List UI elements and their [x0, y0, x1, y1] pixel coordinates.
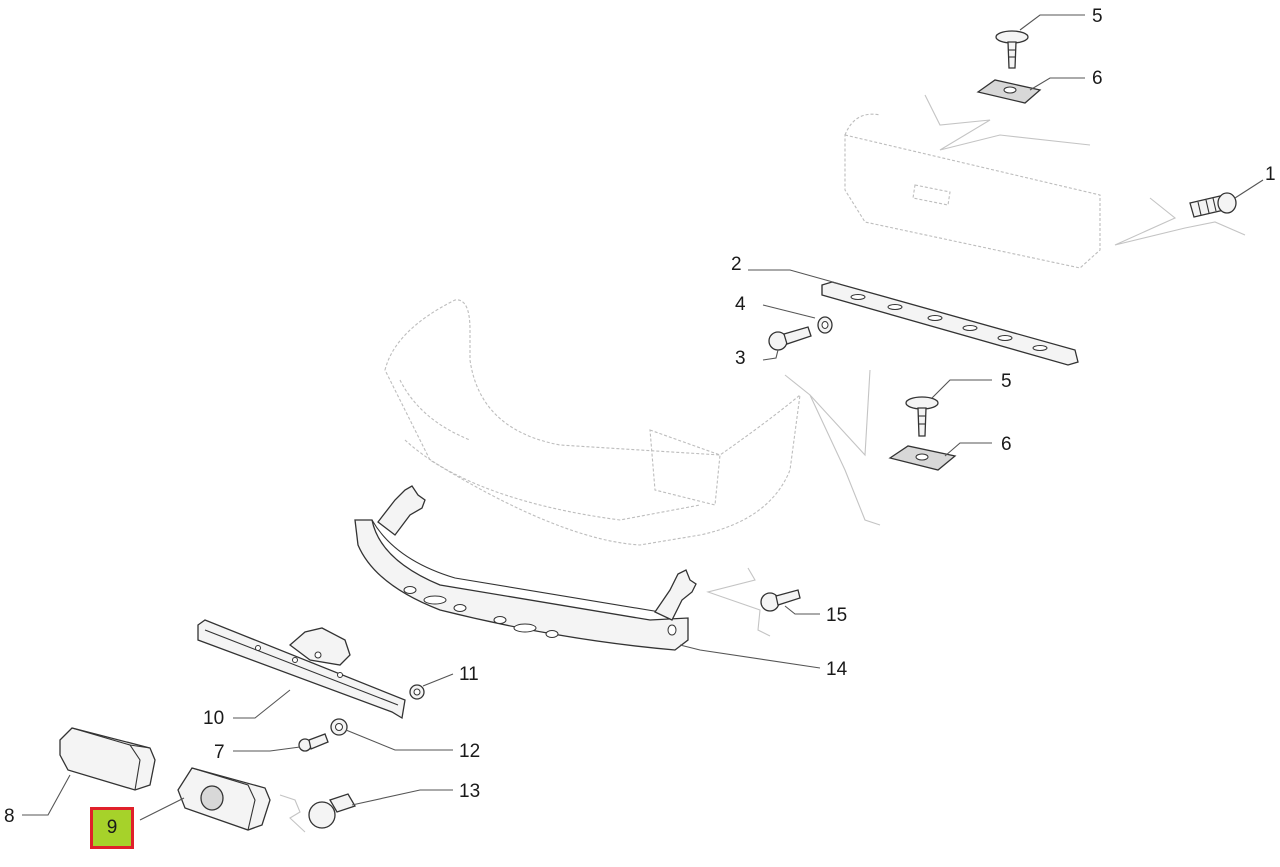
part-5-clip-top [995, 30, 1029, 69]
callout-6b: 6 [1001, 434, 1012, 455]
part-12-washer [330, 718, 348, 736]
part-2-bracket-strip [821, 281, 1079, 366]
part-15-ghost-lines [706, 567, 771, 637]
callout-2: 2 [731, 254, 742, 275]
car-rear-outline [844, 94, 1246, 269]
part-15-bolt [760, 589, 801, 612]
callout-5a: 5 [1092, 6, 1103, 27]
part-14-reinforcement-beam [354, 485, 697, 651]
part-6-clip-nut-top [976, 79, 1042, 104]
part-3-screw [768, 326, 812, 351]
callout-7: 7 [214, 742, 225, 763]
callout-13: 13 [459, 781, 480, 802]
callout-6a: 6 [1092, 68, 1103, 89]
callout-10: 10 [203, 708, 224, 729]
callout-labels: 1 2 4 3 5 6 5 6 15 14 11 10 7 12 13 8 [4, 6, 1276, 827]
part-6-clip-nut-lower [888, 445, 957, 471]
callout-8: 8 [4, 806, 15, 827]
part-11-nut [409, 684, 425, 700]
part-13-plug [279, 793, 356, 833]
callout-3: 3 [735, 348, 746, 369]
part-4-washer [817, 316, 833, 334]
callout-5b: 5 [1001, 371, 1012, 392]
part-9-end-cap-with-hole [177, 767, 271, 831]
callout-11: 11 [459, 664, 479, 685]
part-5-clip-lower [905, 396, 939, 437]
callout-14: 14 [826, 659, 848, 680]
callout-15: 15 [826, 605, 847, 626]
callout-4: 4 [735, 294, 746, 315]
callout-1: 1 [1265, 164, 1276, 185]
callout-12: 12 [459, 741, 480, 762]
highlighted-callout-9[interactable]: 9 [90, 807, 134, 849]
part-1-bolt [1189, 192, 1237, 218]
part-8-end-cap [59, 727, 156, 791]
part-10-mounting-bracket [197, 619, 406, 720]
part-7-screw [298, 733, 329, 752]
bumper-body-outline [384, 299, 881, 546]
leader-lines [22, 14, 1264, 821]
